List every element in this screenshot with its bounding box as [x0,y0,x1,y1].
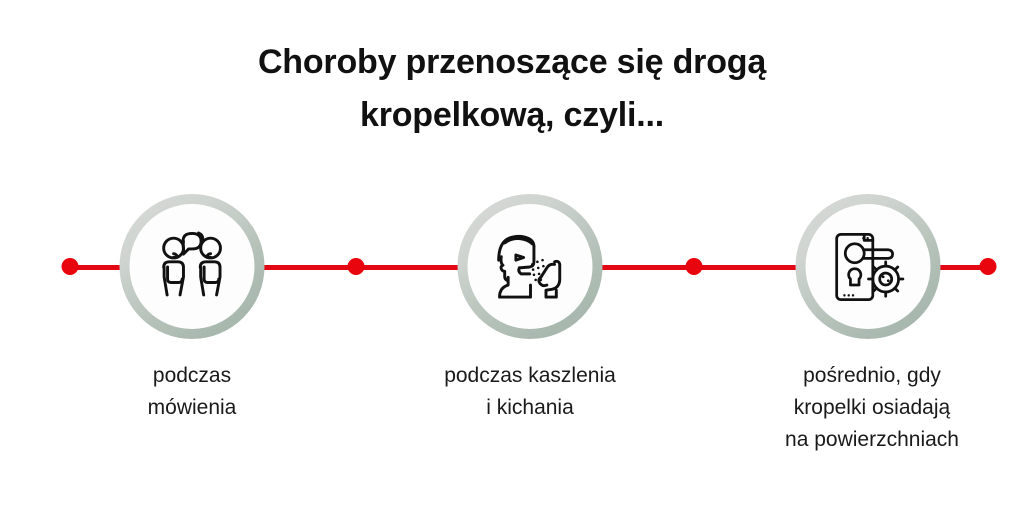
step-caption-2-line-2: i kichania [486,396,574,419]
timeline-dot-2 [347,258,365,275]
step-caption-3: pośrednio, gdy kropelki osiadają na powi… [732,360,1012,456]
timeline-dot-4 [979,258,997,275]
contaminated-door-handle-icon [834,232,904,301]
timeline-dot-3 [685,258,703,275]
step-caption-3-line-3: na powierzchniach [785,428,959,451]
step-caption-1: podczas mówienia [52,360,332,424]
person-coughing-sneezing-icon [496,234,561,299]
step-caption-2-line-1: podczas kaszlenia [444,364,616,387]
step-caption-1-line-2: mówienia [147,396,237,419]
step-caption-1-line-1: podczas [152,364,232,387]
step-caption-3-line-1: pośrednio, gdy [803,364,941,387]
step-circle-3-inner [805,204,931,329]
step-circle-1-inner [129,204,255,329]
step-caption-2: podczas kaszlenia i kichania [390,360,670,424]
page-title-line-2: kropelkową, czyli... [359,96,664,134]
two-people-talking-icon [161,231,222,296]
page-title: Choroby przenoszące się drogą kropelkową… [0,36,1024,142]
timeline-dot-1 [61,258,79,275]
step-circle-2-inner [467,204,593,329]
step-caption-3-line-2: kropelki osiadają [793,396,951,419]
page-title-line-1: Choroby przenoszące się drogą [257,43,767,81]
step-circle-3[interactable] [795,194,941,339]
step-circle-1[interactable] [119,194,265,339]
step-circle-2[interactable] [457,194,603,339]
